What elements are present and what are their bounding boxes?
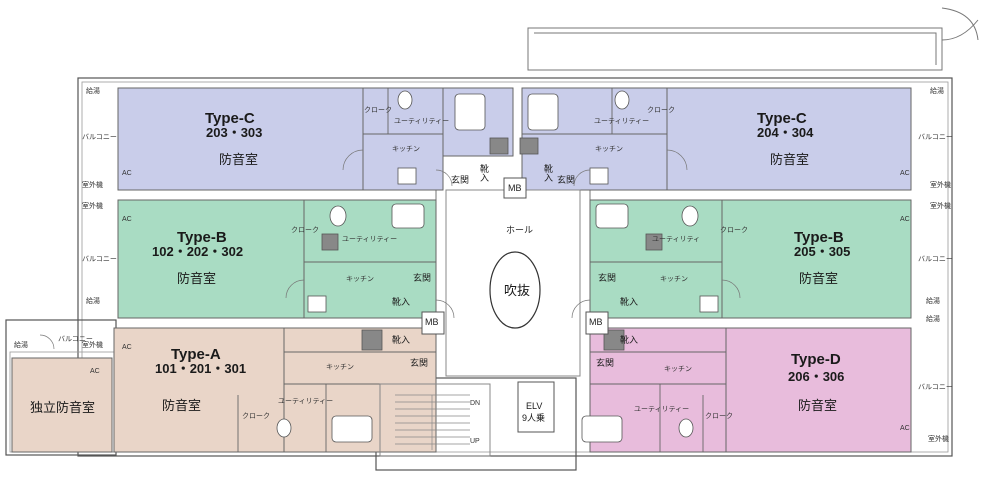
- mb-label-right: MB: [589, 317, 603, 327]
- genkan-a: 玄関: [410, 358, 429, 368]
- unit-c-left-room: 防音室: [219, 152, 259, 167]
- central-hall: [379, 177, 609, 457]
- unit-d-room: 防音室: [798, 398, 838, 413]
- genkan-c-right: 玄関: [557, 175, 576, 185]
- unit-a-extra-room: 独立防音室: [30, 400, 96, 415]
- canopy-outline: [527, 7, 979, 71]
- zone-b-left: [117, 199, 305, 319]
- balcony-a: バルコニー: [58, 336, 93, 343]
- mb-label-top: MB: [508, 183, 522, 193]
- outdoor-unit-b-left: 室外機: [82, 203, 103, 210]
- kutsunyu-b-left: 靴入: [392, 297, 411, 307]
- ac-b-left: AC: [122, 216, 132, 223]
- ac-c-left: AC: [122, 170, 132, 177]
- unit-a-numbers: 101・201・301: [155, 361, 247, 376]
- unit-c-right-type: Type-C: [757, 110, 807, 127]
- unit-c-left-numbers: 203・303: [206, 125, 263, 140]
- balcony-d: バルコニー: [918, 384, 953, 391]
- utility-b-right: ユーティリティ: [652, 236, 701, 243]
- hall-label: ホール: [506, 225, 534, 235]
- outdoor-unit-c-right: 室外機: [930, 182, 951, 189]
- kyuto-c-right: 給湯: [930, 88, 944, 95]
- stairs: [395, 394, 470, 450]
- balcony-c-right: バルコニー: [918, 134, 953, 141]
- closet-c-left: クローク: [364, 107, 392, 114]
- kitchen-b-right: キッチン: [660, 276, 688, 283]
- unit-d-type: Type-D: [791, 351, 841, 368]
- zone-a-extra: [11, 357, 113, 453]
- utility-a: ユーティリティー: [278, 398, 334, 405]
- unit-b-right-type: Type-B: [794, 229, 844, 246]
- kutsunyu-b-right: 靴入: [620, 297, 639, 307]
- kutsunyu-c-left: 靴入: [479, 164, 489, 182]
- kutsunyu-a: 靴入: [392, 335, 411, 345]
- closet-b-left: クローク: [291, 227, 319, 234]
- kyuto-b-right: 給湯: [926, 298, 940, 305]
- closet-c-right: クローク: [647, 107, 675, 114]
- outdoor-unit-d: 室外機: [928, 436, 949, 443]
- ac-a-extra: AC: [90, 368, 100, 375]
- outdoor-unit-a: 室外機: [82, 342, 103, 349]
- zone-b-right: [721, 199, 912, 319]
- unit-b-left-numbers: 102・202・302: [152, 244, 244, 259]
- atrium-label: 吹抜: [504, 283, 531, 298]
- genkan-d: 玄関: [596, 358, 615, 368]
- balcony-b-left: バルコニー: [82, 256, 117, 263]
- zone-c-left: [117, 87, 364, 191]
- unit-d-numbers: 206・306: [788, 369, 845, 384]
- kitchen-c-left: キッチン: [392, 146, 420, 153]
- elevator-label-2: 9人乗: [522, 413, 546, 423]
- kyuto-a: 給湯: [14, 342, 28, 349]
- kyuto-b-left: 給湯: [86, 298, 100, 305]
- kitchen-d: キッチン: [664, 366, 692, 373]
- closet-d: クローク: [705, 413, 733, 420]
- kitchen-c-right: キッチン: [595, 146, 623, 153]
- unit-c-right-numbers: 204・304: [757, 125, 814, 140]
- zone-c-right: [666, 87, 912, 191]
- utility-d: ユーティリティー: [634, 406, 690, 413]
- closet-a: クローク: [242, 413, 270, 420]
- kutsunyu-c-right: 靴入: [543, 164, 553, 182]
- door-swings: [39, 149, 741, 350]
- outdoor-unit-c-left: 室外機: [82, 182, 103, 189]
- unit-a-room: 防音室: [162, 398, 202, 413]
- elevator-label-1: ELV: [526, 401, 543, 411]
- stair-dn-label: DN: [470, 400, 481, 407]
- unit-b-left-type: Type-B: [177, 229, 227, 246]
- unit-b-left-room: 防音室: [177, 271, 217, 286]
- kyuto-d: 給湯: [926, 316, 940, 323]
- ac-d: AC: [900, 425, 910, 432]
- outdoor-unit-b-right: 室外機: [930, 203, 951, 210]
- unit-b-right-numbers: 205・305: [794, 244, 851, 259]
- genkan-b-right: 玄関: [598, 273, 617, 283]
- kutsunyu-d: 靴入: [620, 335, 639, 345]
- zone-a: [113, 327, 285, 453]
- balcony-b-right: バルコニー: [918, 256, 953, 263]
- kitchen-b-left: キッチン: [346, 276, 374, 283]
- building-shell: [5, 77, 953, 471]
- genkan-b-left: 玄関: [413, 273, 432, 283]
- stair-up-label: UP: [470, 438, 480, 445]
- ac-b-right: AC: [900, 216, 910, 223]
- genkan-c-left: 玄関: [451, 175, 470, 185]
- zone-d: [725, 327, 912, 453]
- ac-c-right: AC: [900, 170, 910, 177]
- utility-c-right: ユーティリティー: [594, 118, 650, 125]
- unit-c-right-room: 防音室: [770, 152, 810, 167]
- unit-c-left-type: Type-C: [205, 110, 255, 127]
- closet-b-right: クローク: [720, 227, 748, 234]
- kitchen-a: キッチン: [326, 364, 354, 371]
- utility-b-left: ユーティリティー: [342, 236, 398, 243]
- unit-a-type: Type-A: [171, 346, 221, 363]
- balcony-c-left: バルコニー: [82, 134, 117, 141]
- fixtures: [276, 90, 719, 443]
- kyuto-c-left: 給湯: [86, 88, 100, 95]
- unit-b-right-room: 防音室: [799, 271, 839, 286]
- utility-c-left: ユーティリティー: [394, 118, 450, 125]
- mb-label-left: MB: [425, 317, 439, 327]
- ac-a: AC: [122, 344, 132, 351]
- partitions: [12, 88, 726, 452]
